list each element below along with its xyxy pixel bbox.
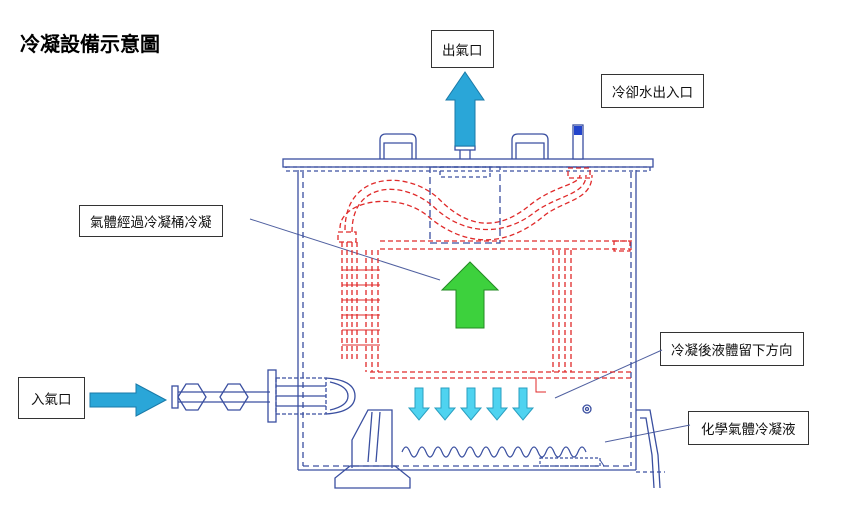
cooling-coil xyxy=(337,167,632,379)
drain-pipe xyxy=(599,459,605,467)
gas-rising-arrow xyxy=(440,261,500,329)
inlet-pipe xyxy=(171,369,356,423)
chem-liquid-label: 化學氣體冷凝液 xyxy=(688,411,809,445)
leader-lines xyxy=(249,218,691,443)
liquid-drop-arrows xyxy=(407,387,535,421)
outlet-arrow xyxy=(445,71,485,147)
tank-body xyxy=(282,124,665,489)
cooling-water-label: 冷卻水出入口 xyxy=(601,74,704,108)
outlet-label: 出氣口 xyxy=(431,30,494,68)
condensate-swirl xyxy=(401,446,587,458)
inlet-arrow xyxy=(89,383,168,417)
drain-fitting xyxy=(539,457,601,467)
liquid-drop-label: 冷凝後液體留下方向 xyxy=(660,332,804,366)
gas-condense-label: 氣體經過冷凝桶冷凝 xyxy=(79,205,223,237)
coil-segments xyxy=(342,269,546,393)
diagram-title: 冷凝設備示意圖 xyxy=(20,32,160,56)
inlet-label: 入氣口 xyxy=(18,377,85,419)
